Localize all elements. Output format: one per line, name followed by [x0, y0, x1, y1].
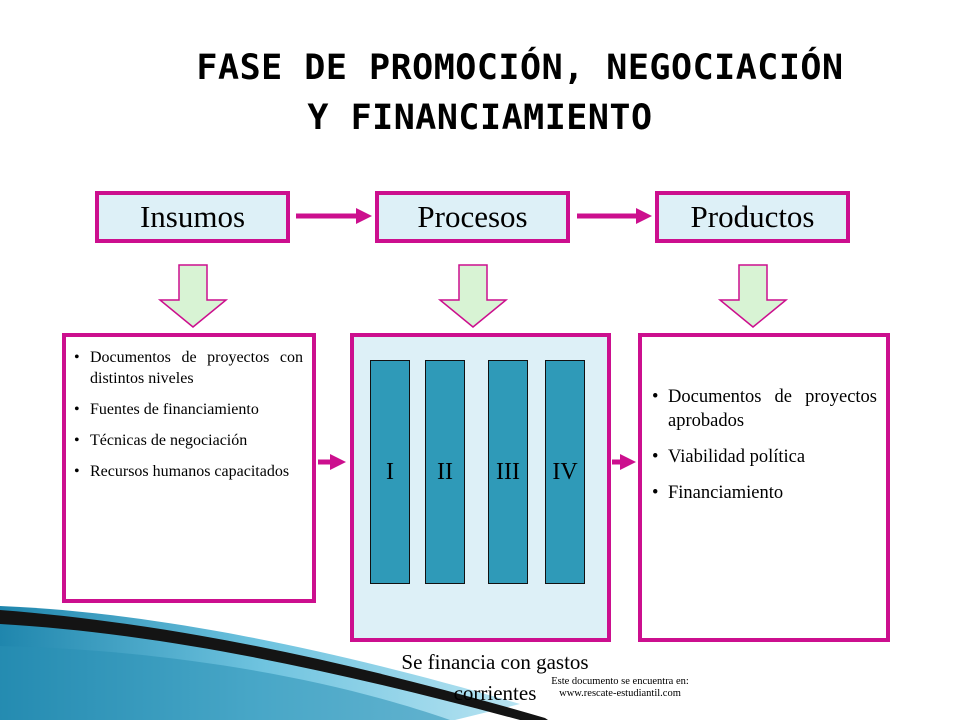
outputs-box: Documentos de proyectos aprobados Viabil… — [638, 333, 890, 642]
insumos-box: Insumos — [95, 191, 290, 243]
phase-i: I — [370, 360, 410, 584]
output-item: Viabilidad política — [652, 445, 877, 469]
credit-url[interactable]: www.rescate-estudiantil.com — [559, 688, 681, 699]
down-arrow-insumos — [157, 264, 229, 328]
inputs-list: Documentos de proyectos con distintos ni… — [74, 347, 303, 482]
phase-ii: II — [425, 360, 465, 584]
arrow-procesos-to-productos — [577, 208, 652, 224]
source-credit: Este documento se encuentra en: www.resc… — [520, 676, 720, 700]
title-line-2: Y FINANCIAMIENTO — [307, 98, 653, 138]
arrow-inputs-to-phases — [318, 454, 346, 470]
input-item: Recursos humanos capacitados — [74, 461, 303, 482]
financing-caption: Se financia con gastos corrientes — [401, 650, 589, 705]
phase-iii: III — [488, 360, 528, 584]
phase-iv: IV — [545, 360, 585, 584]
credit-line-1: Este documento se encuentra en: — [551, 676, 689, 687]
input-item: Documentos de proyectos con distintos ni… — [74, 347, 303, 389]
down-arrow-productos — [717, 264, 789, 328]
arrow-phases-to-outputs — [612, 454, 636, 470]
outputs-list: Documentos de proyectos aprobados Viabil… — [652, 385, 877, 505]
title-line-1: FASE DE PROMOCIÓN, NEGOCIACIÓN — [196, 48, 844, 88]
procesos-box: Procesos — [375, 191, 570, 243]
output-item: Financiamiento — [652, 481, 877, 505]
arrow-insumos-to-procesos — [296, 208, 372, 224]
input-item: Técnicas de negociación — [74, 430, 303, 451]
down-arrow-procesos — [437, 264, 509, 328]
output-item: Documentos de proyectos aprobados — [652, 385, 877, 433]
productos-box: Productos — [655, 191, 850, 243]
inputs-box: Documentos de proyectos con distintos ni… — [62, 333, 316, 603]
input-item: Fuentes de financiamiento — [74, 399, 303, 420]
